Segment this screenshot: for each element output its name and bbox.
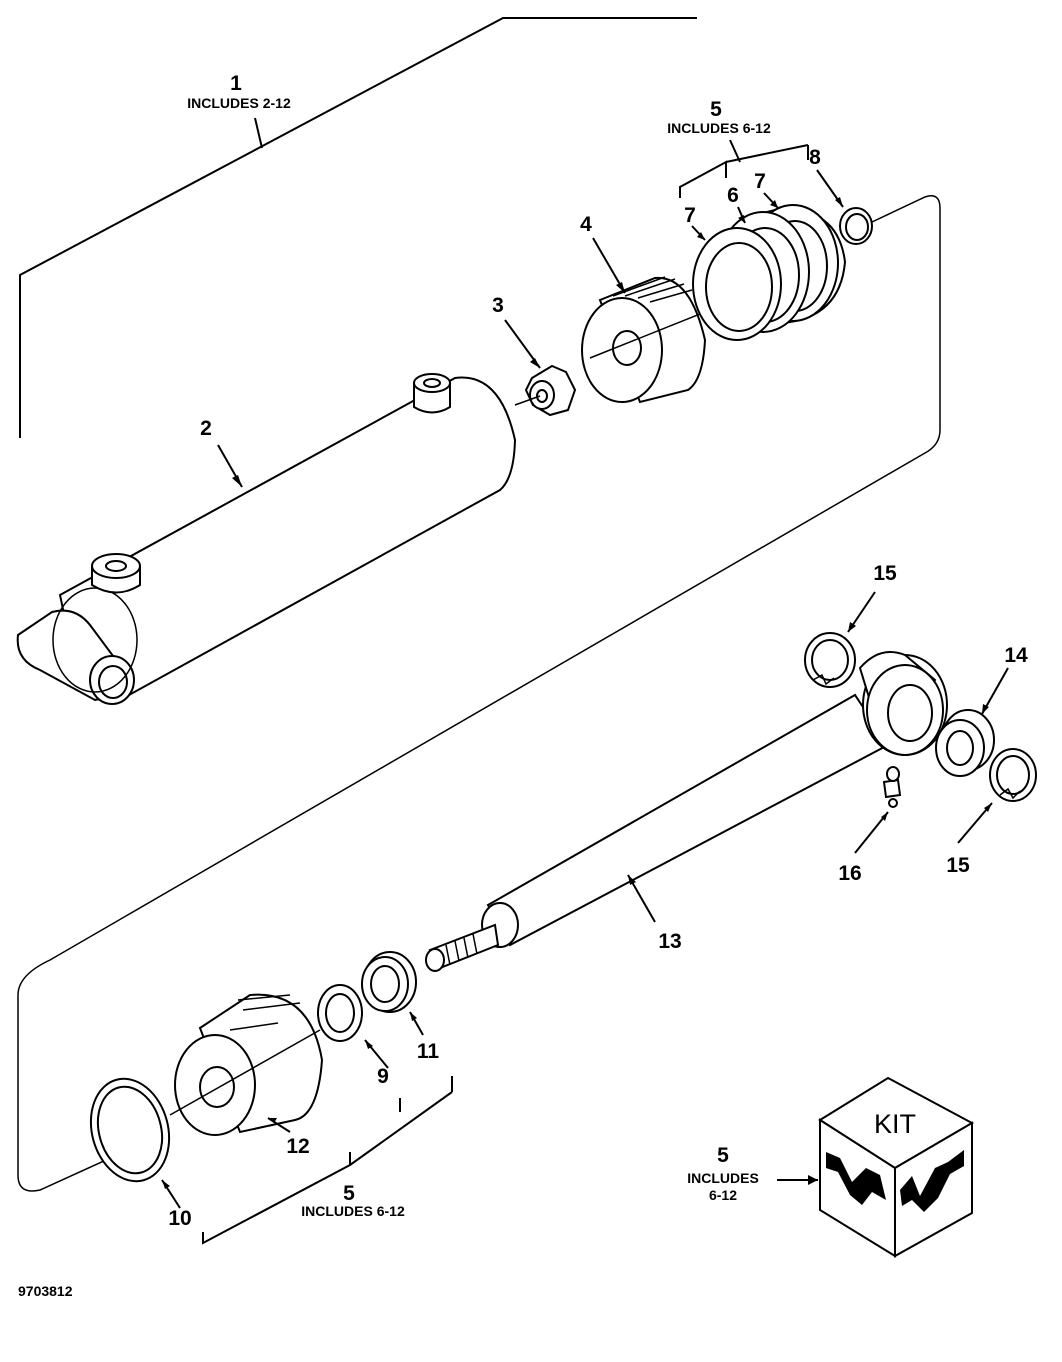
callout-5-bottom-includes: INCLUDES 6-12 (301, 1203, 405, 1219)
rod-part (425, 651, 948, 972)
barrel-part (16, 373, 517, 705)
kit-cube-icon: KIT (818, 1076, 975, 1258)
o-ring-part-8 (839, 207, 873, 245)
callout-5-top: 5 (710, 98, 722, 121)
nut-part (514, 364, 577, 417)
assembly-outline-loop (17, 195, 941, 1192)
callout-1-includes: INCLUDES 2-12 (187, 95, 291, 111)
callout-4: 4 (580, 213, 592, 236)
callout-8: 8 (809, 146, 821, 169)
callout-7-right: 7 (754, 170, 766, 193)
callout-5-top-includes: INCLUDES 6-12 (667, 120, 771, 136)
kit-callout-number: 5 (717, 1144, 729, 1167)
seal-rings-top (692, 204, 847, 341)
callout-3: 3 (492, 294, 504, 317)
callout-15-lower: 15 (946, 854, 970, 877)
callout-13: 13 (658, 930, 681, 953)
snap-ring-part-15-upper (804, 632, 856, 688)
kit-callout: 5 INCLUDES 6-12 (687, 1144, 759, 1203)
gland-part-12 (169, 993, 324, 1136)
wiper-part-11 (361, 951, 417, 1013)
callout-7-left: 7 (684, 204, 696, 227)
grease-fitting-part-16 (882, 766, 902, 808)
callout-9: 9 (377, 1065, 389, 1088)
callout-12: 12 (286, 1135, 309, 1158)
callout-6: 6 (727, 184, 739, 207)
callout-16: 16 (838, 862, 861, 885)
figure-code: 9703812 (18, 1283, 73, 1299)
kit-callout-line2: 6-12 (709, 1187, 737, 1203)
snap-ring-part-15-lower (989, 748, 1037, 802)
callout-15-upper: 15 (873, 562, 897, 585)
bearing-part-14 (935, 709, 995, 777)
kit-callout-line1: INCLUDES (687, 1170, 759, 1186)
o-ring-part-10 (89, 1077, 171, 1183)
callout-labels: 1 INCLUDES 2-12 2 3 4 5 INCLUDES 6-12 8 … (168, 72, 1028, 1230)
leader-lines (161, 117, 1009, 1245)
kit-box-text: KIT (874, 1109, 916, 1139)
callout-5-bottom: 5 (343, 1182, 355, 1205)
callout-10: 10 (168, 1207, 191, 1230)
callout-1: 1 (230, 72, 242, 95)
callout-2: 2 (200, 417, 212, 440)
callout-11: 11 (417, 1040, 440, 1063)
callout-14: 14 (1004, 644, 1028, 667)
washer-part-9 (317, 984, 363, 1042)
